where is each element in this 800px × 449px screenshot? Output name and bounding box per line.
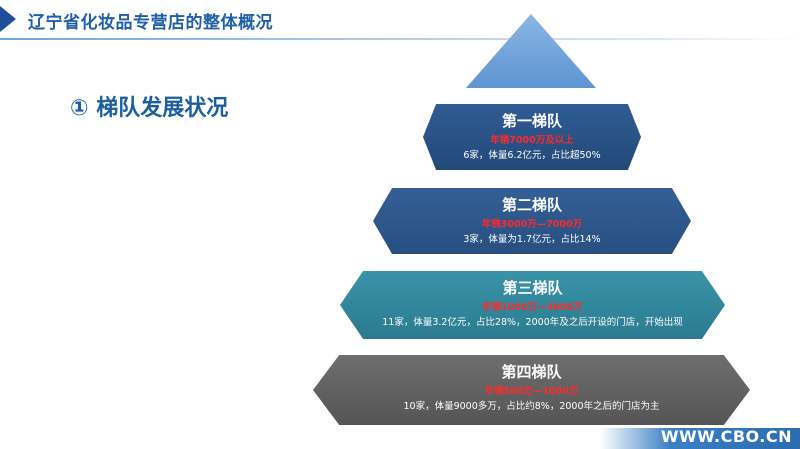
tier-detail: 3家，体量为1.7亿元，占比14% bbox=[463, 234, 601, 245]
tier-revenue: 年销7000万及以上 bbox=[490, 135, 574, 146]
slide-title: 辽宁省化妆品专营店的整体概况 bbox=[28, 13, 273, 33]
tier-revenue: 年销3000万—7000万 bbox=[481, 219, 583, 230]
tier-1: 第一梯队 年销7000万及以上 6家，体量6.2亿元，占比超50% bbox=[423, 104, 641, 170]
tier-title: 第三梯队 bbox=[502, 279, 563, 297]
tier-detail: 11家，体量3.2亿元，占比28%，2000年及之后开设的门店，开始出现 bbox=[382, 317, 683, 328]
slide-header: 辽宁省化妆品专营店的整体概况 bbox=[0, 0, 800, 40]
tier-2: 第二梯队 年销3000万—7000万 3家，体量为1.7亿元，占比14% bbox=[373, 188, 691, 254]
watermark-text: WWW.CBO.CN bbox=[660, 427, 792, 446]
footer-bar bbox=[600, 428, 800, 449]
tier-title: 第一梯队 bbox=[501, 112, 562, 130]
tier-title: 第二梯队 bbox=[501, 196, 562, 214]
tier-detail: 6家，体量6.2亿元，占比超50% bbox=[463, 150, 601, 161]
section-heading: ① 梯队发展状况 bbox=[70, 96, 229, 121]
header-arrow-icon bbox=[0, 6, 16, 32]
header-divider bbox=[0, 38, 800, 40]
tier-title: 第四梯队 bbox=[501, 363, 562, 381]
tier-3: 第三梯队 年销1000万—3000万 11家，体量3.2亿元，占比28%，200… bbox=[340, 271, 725, 339]
tier-revenue: 年销1000万—3000万 bbox=[482, 302, 583, 313]
tier-4: 第四梯队 年销500万—1000万 10家，体量9000多万，占比约8%，200… bbox=[313, 355, 750, 425]
tier-revenue: 年销500万—1000万 bbox=[484, 386, 579, 397]
tier-detail: 10家，体量9000多万，占比约8%，2000年之后的门店为主 bbox=[403, 401, 660, 412]
